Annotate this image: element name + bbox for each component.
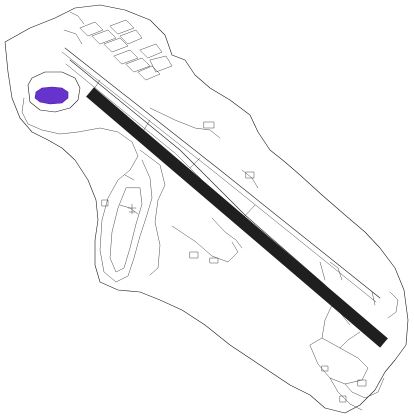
road-southeast <box>339 331 361 349</box>
service-road-spur <box>124 174 135 181</box>
building <box>357 379 367 387</box>
taxiway-connector <box>371 291 376 306</box>
airport-boundary <box>4 4 409 414</box>
building <box>245 171 255 179</box>
road-southeast <box>344 377 385 399</box>
road-northwest <box>69 11 85 25</box>
apron-mid <box>171 225 239 263</box>
hangars-north <box>79 19 173 81</box>
apron-southeast <box>309 337 369 385</box>
road-east <box>329 261 343 281</box>
building <box>203 121 215 129</box>
building <box>339 395 347 403</box>
road-northwest <box>63 29 83 45</box>
terminal-apron <box>27 71 81 113</box>
building <box>101 199 109 207</box>
taxiway-connector <box>319 261 326 281</box>
road-southeast <box>329 377 363 411</box>
terminal-highlight <box>34 86 69 105</box>
taxiway-connector <box>242 204 256 219</box>
taxiway-connector <box>189 157 201 169</box>
perimeter-road <box>241 169 259 189</box>
service-road-loop <box>139 149 166 276</box>
perimeter-road <box>149 107 221 139</box>
apron-mid <box>211 217 243 249</box>
runway <box>86 87 388 348</box>
terminal-road <box>21 97 133 143</box>
parallel-taxiway-edge <box>61 51 377 303</box>
service-road-west-inner <box>109 187 143 273</box>
building <box>189 251 199 259</box>
road-southeast <box>321 304 333 339</box>
parallel-taxiway <box>64 47 381 299</box>
road-east <box>387 291 399 319</box>
service-road-spur <box>119 204 139 215</box>
building <box>209 257 219 264</box>
building <box>321 365 329 372</box>
service-road-west <box>99 141 153 283</box>
aircraft-icon <box>127 203 137 215</box>
